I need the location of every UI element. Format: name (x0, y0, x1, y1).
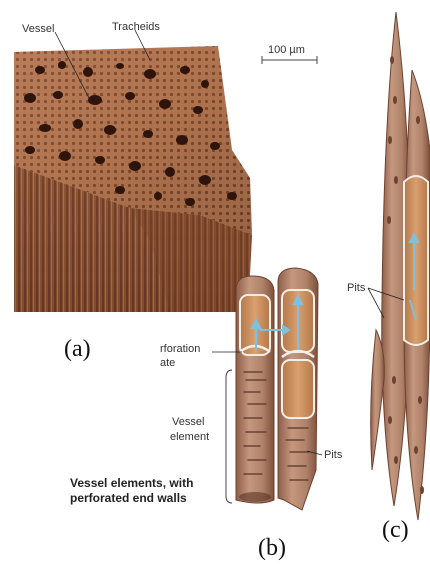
label-perforation-plate-2: ate (160, 357, 175, 369)
caption-line-1: Vessel elements, with (70, 476, 193, 491)
micrograph-a (14, 30, 252, 312)
label-vessel-element-2: element (170, 431, 209, 443)
tracheids-c (368, 12, 430, 520)
label-perforation-plate-1: rforation (160, 343, 200, 355)
label-pits-b: Pits (324, 449, 342, 461)
label-scale-bar: 100 µm (268, 44, 305, 56)
panel-label-c: (c) (382, 517, 409, 544)
caption: Vessel elements, with perforated end wal… (70, 476, 193, 506)
caption-line-2: perforated end walls (70, 491, 193, 506)
panel-label-a: (a) (64, 336, 91, 363)
label-vessel-element-1: Vessel (172, 416, 204, 428)
tracheid-cell-3 (371, 330, 385, 470)
label-pits-c: Pits (347, 282, 365, 294)
panel-label-b: (b) (258, 535, 286, 562)
label-tracheids: Tracheids (112, 21, 160, 33)
scale-bar (262, 56, 317, 64)
label-vessel: Vessel (22, 23, 54, 35)
